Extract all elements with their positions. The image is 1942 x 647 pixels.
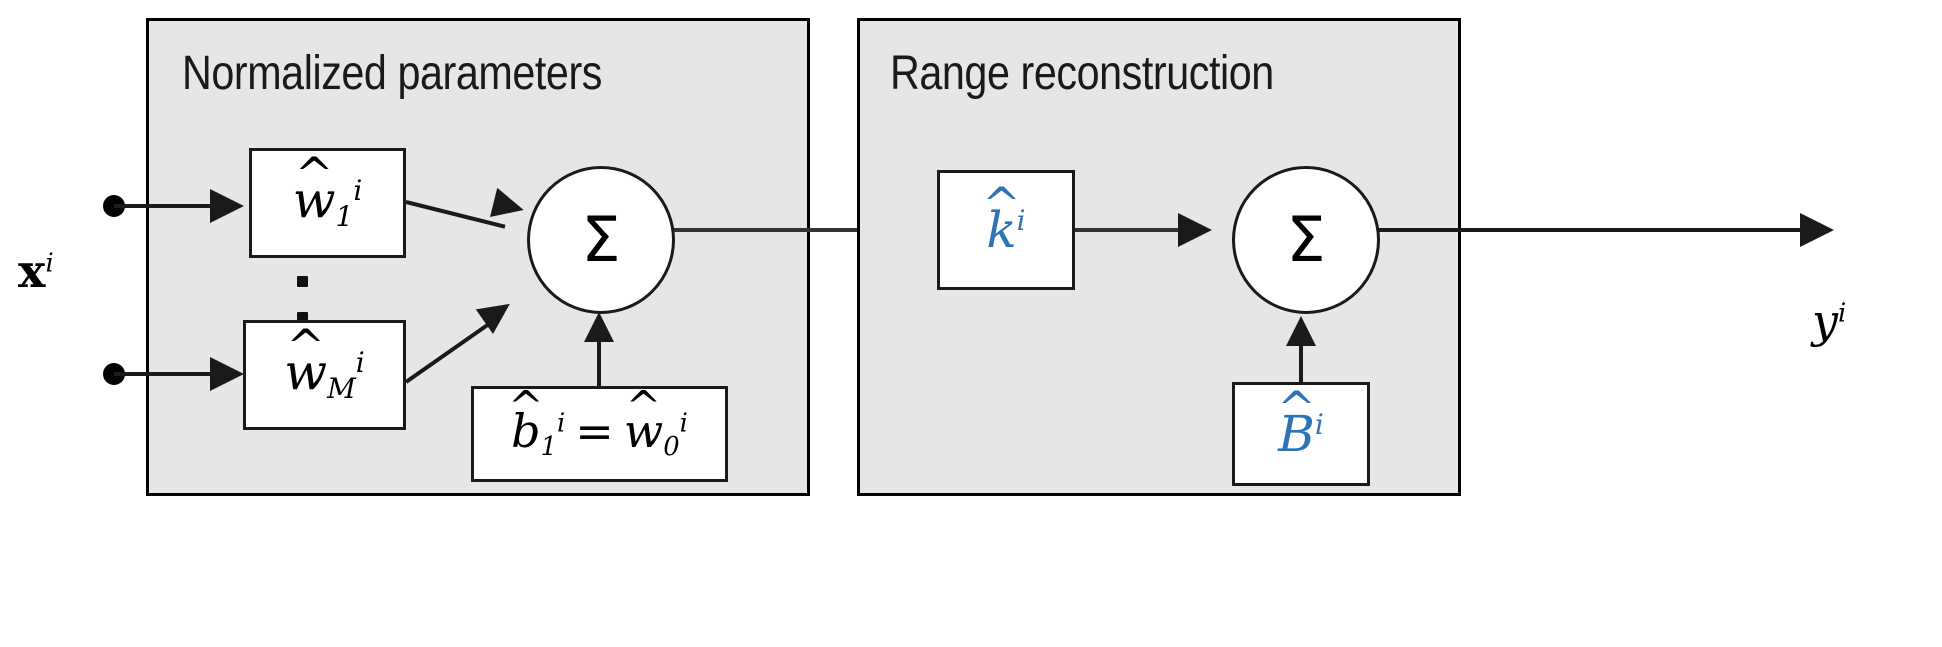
input-vector-base: x [18, 244, 46, 298]
bias-left-base: b [511, 403, 541, 458]
weight-w1-subscript: 1 [335, 199, 354, 233]
edge-gain-to-sum [1075, 228, 1185, 232]
weight-w1-base: w [292, 171, 336, 230]
arrowhead-input-to-w1 [210, 189, 244, 223]
arrowhead-input-to-wM [210, 357, 244, 391]
weight-wM-superscript: i [355, 346, 365, 380]
edge-sum-to-output-cont [1461, 228, 1804, 232]
summation-node-normalized: Σ [527, 166, 675, 314]
weight-wM-hat: ^ [286, 319, 325, 374]
arrowhead-gain-to-sum [1178, 213, 1212, 247]
bias-equals: = [575, 403, 614, 458]
bias-right-superscript: i [679, 408, 688, 439]
bias-right-hat-group: ^w [624, 385, 663, 454]
output-base: y [1812, 294, 1838, 348]
arrowhead-output [1800, 213, 1834, 247]
bias-left-hat-group: ^b [508, 385, 543, 454]
panel-normalized-parameters-title: Normalized parameters [182, 47, 602, 100]
arrowhead-bias-to-sum [584, 312, 614, 342]
bias-right-hat: ^ [625, 381, 662, 431]
gain-box[interactable]: ^ki [937, 170, 1075, 290]
gain-label: ^ki [982, 181, 1026, 255]
weight-box-w1[interactable]: ^w1i [249, 148, 406, 258]
edge-bias-to-sum [597, 340, 601, 388]
offset-box[interactable]: ^Bi [1232, 382, 1370, 486]
summation-symbol-normalized: Σ [581, 203, 621, 276]
weight-label-w1: ^w1i [293, 151, 363, 233]
gain-hat-group: ^k [982, 181, 1021, 255]
weight-label-wM: ^wMi [284, 323, 365, 405]
bias-label: ^b1i= ^w0i [508, 385, 688, 462]
bias-left-subscript: 1 [540, 431, 558, 462]
weight-wM-hat-group: ^w [284, 323, 327, 397]
panel-range-reconstruction-title: Range reconstruction [890, 47, 1274, 100]
weight-w1-hat: ^ [294, 147, 334, 202]
summation-node-range: Σ [1232, 166, 1380, 314]
edge-offset-to-sum [1299, 345, 1303, 385]
offset-hat: ^ [1277, 381, 1316, 436]
bias-right-subscript: 0 [663, 431, 680, 462]
offset-base: B [1278, 405, 1315, 463]
bias-left-hat: ^ [508, 381, 544, 431]
gain-superscript: i [1016, 204, 1026, 238]
offset-hat-group: ^B [1277, 385, 1316, 459]
input-vector-label: xi [18, 248, 54, 294]
bias-right-base: w [623, 403, 664, 458]
edge-input-to-w1 [114, 204, 220, 208]
weight-w1-superscript: i [353, 174, 363, 208]
edge-input-to-wM [114, 372, 220, 376]
weight-w1-hat-group: ^w [293, 151, 336, 225]
gain-hat: ^ [982, 177, 1021, 232]
ellipsis-dot-2 [297, 312, 308, 323]
gain-base: k [986, 201, 1017, 259]
arrowhead-offset-to-sum [1286, 316, 1316, 346]
edge-sum-to-output [1379, 228, 1461, 232]
output-superscript: i [1838, 298, 1847, 329]
summation-symbol-range: Σ [1286, 203, 1326, 276]
output-label: yi [1812, 298, 1846, 344]
edge-sum-to-gain [674, 228, 892, 232]
input-vector-superscript: i [45, 248, 54, 279]
bias-box[interactable]: ^b1i= ^w0i [471, 385, 728, 482]
weight-box-wM[interactable]: ^wMi [243, 320, 406, 430]
offset-superscript: i [1314, 408, 1324, 442]
weight-wM-base: w [284, 343, 328, 402]
ellipsis-dot-1 [297, 276, 308, 287]
weight-wM-subscript: M [327, 371, 356, 405]
offset-label: ^Bi [1277, 385, 1324, 459]
bias-left-superscript: i [557, 408, 566, 439]
